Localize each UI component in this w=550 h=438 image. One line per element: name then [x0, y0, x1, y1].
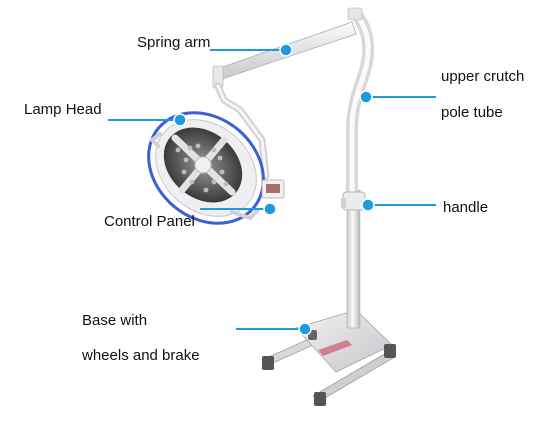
handle	[341, 191, 366, 211]
label-handle: handle	[443, 199, 489, 216]
label-base-line1: Base with	[82, 312, 148, 329]
label-upper-crutch-line2: pole tube	[441, 104, 503, 121]
callout-upper-crutch	[359, 90, 436, 104]
label-spring-arm: Spring arm	[137, 34, 211, 51]
pole	[346, 189, 361, 329]
callout-lamp-head	[108, 113, 187, 127]
lamp-head	[147, 111, 265, 225]
callout-base	[236, 322, 312, 336]
label-base-line2: wheels and brake	[82, 347, 200, 364]
base-frame	[261, 309, 394, 403]
callout-handle	[361, 198, 436, 212]
control-panel	[261, 179, 285, 199]
callout-control-panel	[200, 202, 277, 216]
callout-spring-arm	[210, 43, 293, 57]
label-upper-crutch-line1: upper crutch	[441, 68, 525, 85]
label-control-panel: Control Panel	[104, 213, 195, 230]
label-lamp-head: Lamp Head	[24, 101, 102, 118]
